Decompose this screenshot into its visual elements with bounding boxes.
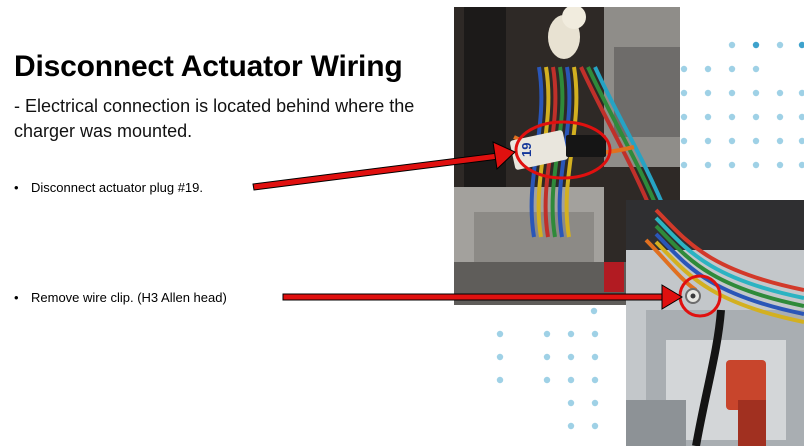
decorative-dot (728, 41, 736, 49)
decorative-dot (680, 113, 688, 121)
decorative-dot (680, 161, 688, 169)
wire-clip-photo (626, 200, 804, 446)
slide-subtitle: - Electrical connection is located behin… (14, 96, 415, 141)
plug-number-label: 19 (519, 143, 534, 157)
slide-title: Disconnect Actuator Wiring (14, 50, 403, 83)
decorative-dot (752, 65, 760, 73)
bullet-text: Disconnect actuator plug #19. (31, 180, 203, 195)
decorative-dot (496, 376, 504, 384)
decorative-dot (567, 376, 575, 384)
decorative-dot (680, 65, 688, 73)
decorative-dot (496, 353, 504, 361)
decorative-dot (752, 89, 760, 97)
decorative-dot (776, 41, 784, 49)
decorative-dot (752, 161, 760, 169)
decorative-dot (798, 89, 804, 97)
decorative-dot (543, 376, 551, 384)
decorative-dot (798, 161, 804, 169)
decorative-dot (728, 65, 736, 73)
decorative-dot (704, 89, 712, 97)
decorative-dot (728, 137, 736, 145)
decorative-dot (591, 399, 599, 407)
decorative-dot (567, 422, 575, 430)
decorative-dot (752, 137, 760, 145)
decorative-dot (567, 330, 575, 338)
decorative-dot (776, 113, 784, 121)
bullet-remove-clip: • Remove wire clip. (H3 Allen head) (14, 290, 227, 305)
decorative-dot (776, 161, 784, 169)
decorative-dot (680, 137, 688, 145)
decorative-dot (728, 161, 736, 169)
decorative-dot (752, 113, 760, 121)
decorative-dot (567, 399, 575, 407)
bullet-disconnect-plug: • Disconnect actuator plug #19. (14, 180, 203, 195)
decorative-dot (704, 113, 712, 121)
decorative-dot (567, 353, 575, 361)
decorative-dot (591, 353, 599, 361)
decorative-dot (752, 41, 760, 49)
decorative-dot (590, 307, 598, 315)
decorative-dot (704, 161, 712, 169)
decorative-dot (680, 89, 688, 97)
decorative-dot (798, 113, 804, 121)
highlight-circle (514, 120, 612, 180)
decorative-dot (776, 89, 784, 97)
decorative-dot (704, 137, 712, 145)
decorative-dot (728, 89, 736, 97)
decorative-dot (798, 137, 804, 145)
decorative-dot (776, 137, 784, 145)
decorative-dot (543, 353, 551, 361)
bullet-text: Remove wire clip. (H3 Allen head) (31, 290, 227, 305)
decorative-dot (728, 113, 736, 121)
bullet-marker: • (14, 290, 19, 305)
bullet-marker: • (14, 180, 19, 195)
decorative-dot (704, 65, 712, 73)
decorative-dot (591, 376, 599, 384)
decorative-dot (591, 330, 599, 338)
decorative-dot (591, 422, 599, 430)
decorative-dot (543, 330, 551, 338)
decorative-dot (496, 330, 504, 338)
decorative-dot (798, 41, 804, 49)
